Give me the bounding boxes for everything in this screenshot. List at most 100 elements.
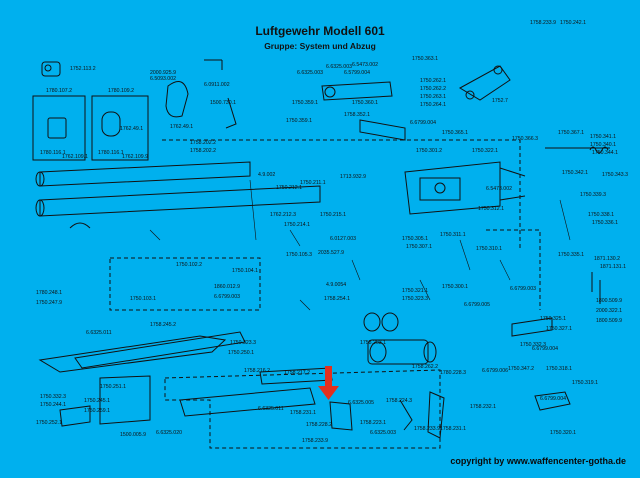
part-number-label: 1750.347.2 — [508, 366, 534, 372]
part-number-label: 1750.105.3 — [286, 252, 312, 258]
part-number-label: 1750.245.1 — [84, 398, 110, 404]
part-number-label: 1762.49.1 — [120, 126, 144, 132]
part-number-label: 6.5799.004 — [344, 70, 370, 76]
part-number-label: 1780.116.1 — [40, 150, 66, 156]
sight-insert-box-2 — [91, 95, 149, 161]
part-number-label: 1750.341.1 — [590, 134, 616, 140]
part-number-label: 6.6799.006 — [482, 368, 508, 374]
diagram-subtitle: Gruppe: System und Abzug — [264, 41, 376, 51]
part-number-label: 1750.325.1 — [540, 316, 566, 322]
part-number-label: 1750.212.1 — [276, 185, 302, 191]
part-number-label: 1800.509.9 — [596, 318, 622, 324]
part-number-label: 1871.130.2 — [594, 256, 620, 262]
part-number-label: 1750.336.1 — [592, 220, 618, 226]
part-number-label: 1750.320.1 — [550, 430, 576, 436]
part-number-label: 1750.301.2 — [416, 148, 442, 154]
part-number-label: 6.6799.004 — [410, 120, 436, 126]
part-number-label: 6.6799.005 — [464, 302, 490, 308]
part-number-label: 1750.262.1 — [420, 78, 446, 84]
part-number-label: 1750.244.1 — [40, 402, 66, 408]
part-number-label: 1713.932.9 — [340, 174, 366, 180]
part-number-label: 1750.252.1 — [36, 420, 62, 426]
part-number-label: 6.5473.002 — [486, 186, 512, 192]
part-number-label: 1750.342.1 — [562, 170, 588, 176]
part-number-label: 1750.215.1 — [320, 212, 346, 218]
part-number-label: 1758.233.9 — [530, 20, 556, 26]
part-number-label: 1750.263.1 — [420, 94, 446, 100]
part-number-label: 1758.223.1 — [360, 420, 386, 426]
part-number-label: 1750.259.1 — [84, 408, 110, 414]
part-number-label: 6.6325.011 — [86, 330, 112, 336]
right-parts — [511, 272, 601, 411]
part-number-label: 1750.103.1 — [130, 296, 156, 302]
part-number-label: 6.6325.020 — [156, 430, 182, 436]
part-number-label: 1750.262.2 — [420, 86, 446, 92]
part-number-label: 1500.005.9 — [120, 432, 146, 438]
part-number-label: 1750.340.1 — [590, 142, 616, 148]
part-number-label: 1750.264.1 — [420, 102, 446, 108]
part-number-label: 1758.254.1 — [324, 296, 350, 302]
part-number-label: 1871.131.1 — [600, 264, 626, 270]
part-number-label: 1758.224.3 — [386, 398, 412, 404]
part-number-label: 1750.359.1 — [286, 118, 312, 124]
part-number-label: 1758.233.9 — [414, 426, 440, 432]
part-number-label: 6.6799.004 — [540, 396, 566, 402]
leader-lines — [149, 179, 571, 311]
mid-cylinders — [363, 312, 437, 365]
part-number-label: 6.6325.003 — [326, 64, 352, 70]
part-number-label: 1750.307.1 — [406, 244, 432, 250]
part-number-label: 6.5093.002 — [150, 76, 176, 82]
part-number-label: 1750.365.1 — [442, 130, 468, 136]
front-sight — [41, 61, 61, 77]
part-number-label: 6.6325.003 — [370, 430, 396, 436]
part-number-label: 1750.338.1 — [588, 212, 614, 218]
part-number-label: 1750.305.1 — [402, 236, 428, 242]
part-number-label: 1750.250.1 — [228, 350, 254, 356]
part-number-label: 1750.323.3 — [402, 296, 428, 302]
lever-link — [225, 97, 237, 129]
part-number-label: 1750.321.1 — [402, 288, 428, 294]
barrel — [35, 161, 321, 229]
part-number-label: 1750.332.3 — [520, 342, 546, 348]
stock-frame — [38, 331, 246, 427]
rear-sight — [458, 65, 511, 101]
part-number-label: 1750.360.1 — [352, 100, 378, 106]
part-number-label: 1750.311.1 — [440, 232, 466, 238]
part-number-label: 1752.7 — [492, 98, 508, 104]
part-number-label: 1750.359.1 — [292, 100, 318, 106]
part-number-label: 1758.232.1 — [470, 404, 496, 410]
part-number-label: 1750.344.1 — [592, 150, 618, 156]
part-number-label: 1758.228.2 — [306, 422, 332, 428]
part-number-label: 1758.231.1 — [440, 426, 466, 432]
part-number-label: 1758.202.2 — [190, 140, 216, 146]
part-number-label: 1750.335.1 — [558, 252, 584, 258]
part-number-label: 4.9.002 — [258, 172, 276, 178]
copyright-notice: copyright by www.waffencenter-gotha.de — [450, 456, 626, 466]
part-number-label: 1750.102.2 — [176, 262, 202, 268]
part-number-label: 1750.327.1 — [546, 326, 572, 332]
part-number-label: 1762.109.9 — [122, 154, 148, 160]
part-number-label: 1758.216.2 — [244, 368, 270, 374]
part-number-label: 1750.363.1 — [412, 56, 438, 62]
part-number-label: 1750.318.1 — [546, 366, 572, 372]
part-number-label: 1758.233.9 — [302, 438, 328, 444]
part-number-label: 4.9.0054 — [326, 282, 347, 288]
part-number-label: 2000.925.9 — [150, 70, 176, 76]
part-number-label: 1762.212.3 — [270, 212, 296, 218]
part-number-label: 1750.242.1 — [560, 20, 586, 26]
part-number-label: 6.6799.004 — [532, 346, 558, 352]
part-number-label: 1750.312.1 — [478, 206, 504, 212]
part-number-label: 1758.263.1 — [360, 340, 386, 346]
cylinder-parts — [321, 81, 610, 154]
part-number-label: 1758.217.2 — [284, 370, 310, 376]
receiver — [404, 161, 526, 215]
part-number-label: 1750.211.1 — [300, 180, 326, 186]
part-number-label: 1762.109.1 — [62, 154, 88, 160]
part-number-label: 1758.202.2 — [190, 148, 216, 154]
part-number-label: 1780.228.3 — [440, 370, 466, 376]
part-number-label: 1750.247.9 — [36, 300, 62, 306]
diagram-title: Luftgewehr Modell 601 — [255, 24, 385, 38]
part-number-label: 6.0127.003 — [330, 236, 356, 242]
part-number-label: 1758.245.2 — [150, 322, 176, 328]
